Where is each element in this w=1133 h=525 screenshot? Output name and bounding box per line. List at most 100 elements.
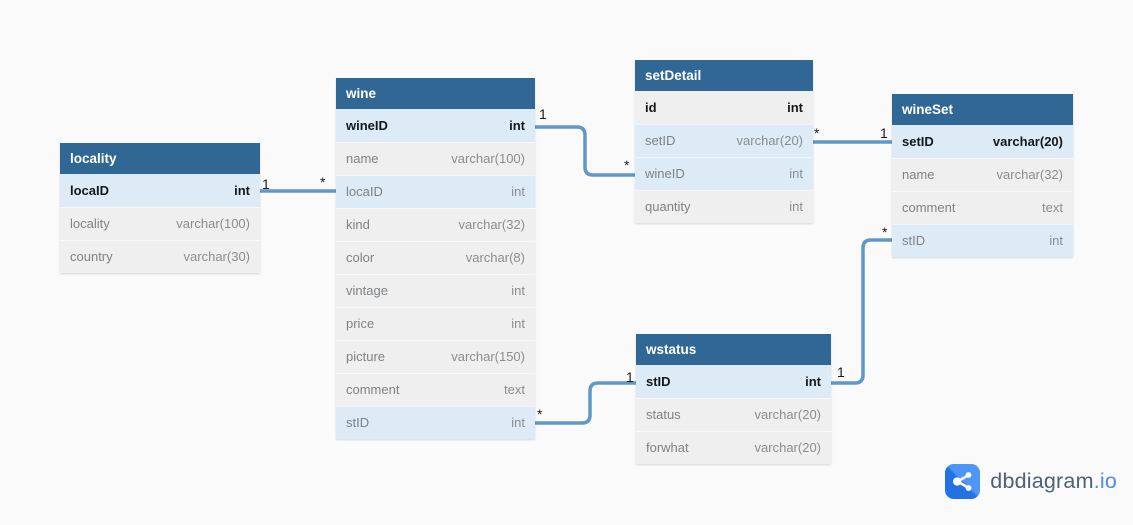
field-row-wine-vintage[interactable]: vintage int bbox=[336, 274, 535, 307]
field-type: int bbox=[805, 374, 821, 389]
table-title: wstatus bbox=[646, 342, 697, 357]
field-row-wine-picture[interactable]: picture varchar(150) bbox=[336, 340, 535, 373]
field-name: quantity bbox=[645, 199, 691, 214]
field-name: wineID bbox=[346, 118, 388, 133]
field-type: int bbox=[789, 166, 803, 181]
cardinality-label: 1 bbox=[837, 364, 845, 380]
field-type: int bbox=[509, 118, 525, 133]
field-row-locality-locality[interactable]: locality varchar(100) bbox=[60, 207, 260, 240]
field-row-wine-kind[interactable]: kind varchar(32) bbox=[336, 208, 535, 241]
field-type: varchar(20) bbox=[736, 133, 803, 148]
field-type: int bbox=[511, 316, 525, 331]
field-name: vintage bbox=[346, 283, 388, 298]
table-header[interactable]: wineSet bbox=[892, 94, 1073, 125]
table-title: locality bbox=[70, 151, 117, 166]
field-type: int bbox=[789, 199, 803, 214]
logo-name: dbdiagram bbox=[990, 469, 1094, 493]
table-header[interactable]: wine bbox=[336, 78, 535, 109]
field-name: kind bbox=[346, 217, 370, 232]
relationship-line-wine-stID-to-wstatus-stID[interactable] bbox=[535, 381, 636, 425]
field-type: varchar(30) bbox=[183, 249, 250, 264]
field-row-locality-country[interactable]: country varchar(30) bbox=[60, 240, 260, 273]
field-row-setDetail-wineID[interactable]: wineID int bbox=[635, 157, 813, 190]
field-type: int bbox=[787, 100, 803, 115]
field-row-wstatus-stID[interactable]: stID int bbox=[636, 365, 831, 398]
field-name: wineID bbox=[645, 166, 685, 181]
field-name: id bbox=[645, 100, 657, 115]
field-name: locality bbox=[70, 216, 110, 231]
share-icon bbox=[945, 464, 981, 499]
field-name: stID bbox=[346, 415, 370, 430]
cardinality-label: * bbox=[624, 157, 630, 173]
field-name: country bbox=[70, 249, 113, 264]
field-type: varchar(100) bbox=[451, 151, 525, 166]
field-type: text bbox=[504, 382, 525, 397]
field-name: forwhat bbox=[646, 440, 689, 455]
field-type: varchar(32) bbox=[996, 167, 1063, 182]
field-type: int bbox=[511, 283, 525, 298]
field-row-locality-locaID[interactable]: locaID int bbox=[60, 174, 260, 207]
field-type: varchar(8) bbox=[465, 250, 525, 265]
field-row-wineSet-stID[interactable]: stID int bbox=[892, 224, 1073, 257]
field-type: varchar(20) bbox=[754, 407, 821, 422]
field-row-wine-stID[interactable]: stID int bbox=[336, 406, 535, 439]
table-title: wineSet bbox=[902, 102, 954, 117]
dbdiagram-logo[interactable]: dbdiagram.io bbox=[945, 464, 1117, 499]
table-header[interactable]: wstatus bbox=[636, 334, 831, 365]
field-name: price bbox=[346, 316, 375, 331]
field-row-wineSet-comment[interactable]: comment text bbox=[892, 191, 1073, 224]
table-header[interactable]: locality bbox=[60, 143, 260, 174]
field-type: varchar(100) bbox=[176, 216, 250, 231]
field-type: text bbox=[1042, 200, 1063, 215]
field-row-wine-wineID[interactable]: wineID int bbox=[336, 109, 535, 142]
field-type: varchar(150) bbox=[451, 349, 525, 364]
field-name: name bbox=[902, 167, 935, 182]
logo-text: dbdiagram.io bbox=[990, 469, 1117, 494]
field-row-wineSet-name[interactable]: name varchar(32) bbox=[892, 158, 1073, 191]
field-row-setDetail-setID[interactable]: setID varchar(20) bbox=[635, 124, 813, 157]
field-type: varchar(20) bbox=[992, 134, 1063, 149]
field-name: setID bbox=[645, 133, 676, 148]
field-name: comment bbox=[346, 382, 400, 397]
field-type: int bbox=[511, 184, 525, 199]
field-row-wine-color[interactable]: color varchar(8) bbox=[336, 241, 535, 274]
cardinality-label: * bbox=[814, 125, 820, 141]
cardinality-label: * bbox=[320, 174, 326, 190]
field-name: name bbox=[346, 151, 379, 166]
field-row-wine-price[interactable]: price int bbox=[336, 307, 535, 340]
relationship-line-wine-wineID-to-setDetail-wineID[interactable] bbox=[535, 125, 635, 177]
relationship-line-wineSet-stID-to-wstatus-stID[interactable] bbox=[831, 238, 892, 385]
field-row-setDetail-id[interactable]: id int bbox=[635, 91, 813, 124]
cardinality-label: 1 bbox=[539, 106, 547, 122]
table-title: wine bbox=[346, 86, 377, 101]
field-name: color bbox=[346, 250, 375, 265]
table-header[interactable]: setDetail bbox=[635, 60, 813, 91]
table-locality[interactable]: locality locaID int locality varchar(100) cou… bbox=[60, 143, 260, 273]
field-row-wine-name[interactable]: name varchar(100) bbox=[336, 142, 535, 175]
logo-suffix: .io bbox=[1093, 469, 1117, 493]
field-type: int bbox=[511, 415, 525, 430]
field-row-wine-comment[interactable]: comment text bbox=[336, 373, 535, 406]
field-name: comment bbox=[902, 200, 956, 215]
field-row-setDetail-quantity[interactable]: quantity int bbox=[635, 190, 813, 223]
field-name: picture bbox=[346, 349, 386, 364]
field-type: int bbox=[234, 183, 250, 198]
table-title: setDetail bbox=[645, 68, 702, 83]
field-name: locaID bbox=[70, 183, 110, 198]
cardinality-label: 1 bbox=[626, 369, 634, 385]
field-type: int bbox=[1049, 233, 1063, 248]
field-type: varchar(32) bbox=[458, 217, 525, 232]
cardinality-label: * bbox=[537, 406, 543, 422]
field-name: stID bbox=[902, 233, 926, 248]
field-name: stID bbox=[646, 374, 671, 389]
